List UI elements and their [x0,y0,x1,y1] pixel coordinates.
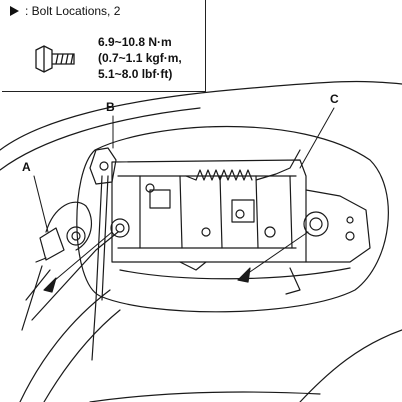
torque-spec: 6.9~10.8 N·m (0.7~1.1 kgf·m, 5.1~8.0 lbf… [98,34,182,82]
handle-bracket [111,159,371,295]
bolt-locations-legend: : Bolt Locations, 2 [10,4,120,18]
callout-leaders [33,107,335,233]
bolt-icon [35,45,75,73]
door-panel-outline [0,80,402,402]
legend-box: : Bolt Locations, 2 6.9~10.8 N·m (0.7~1.… [2,0,206,92]
torque-lbf: 5.1~8.0 lbf·ft) [98,67,173,81]
rod-clip [89,147,117,185]
key-cylinder [35,201,93,263]
spring [185,149,301,181]
bolt-location-right [303,211,329,237]
bolt-location-left [110,218,130,238]
bolt-locator-triangle-icon [10,6,19,16]
torque-nm: 6.9~10.8 N·m [98,35,172,49]
callout-c: C [330,92,339,106]
handle-recess [76,125,389,313]
torque-kgf: (0.7~1.1 kgf·m, [98,51,182,65]
bolt-arrow-left [43,231,113,293]
callout-a: A [22,160,31,174]
callout-b: B [106,100,115,114]
bolt-locations-label: : Bolt Locations, 2 [25,4,121,18]
bolt-arrow-right [237,231,309,283]
